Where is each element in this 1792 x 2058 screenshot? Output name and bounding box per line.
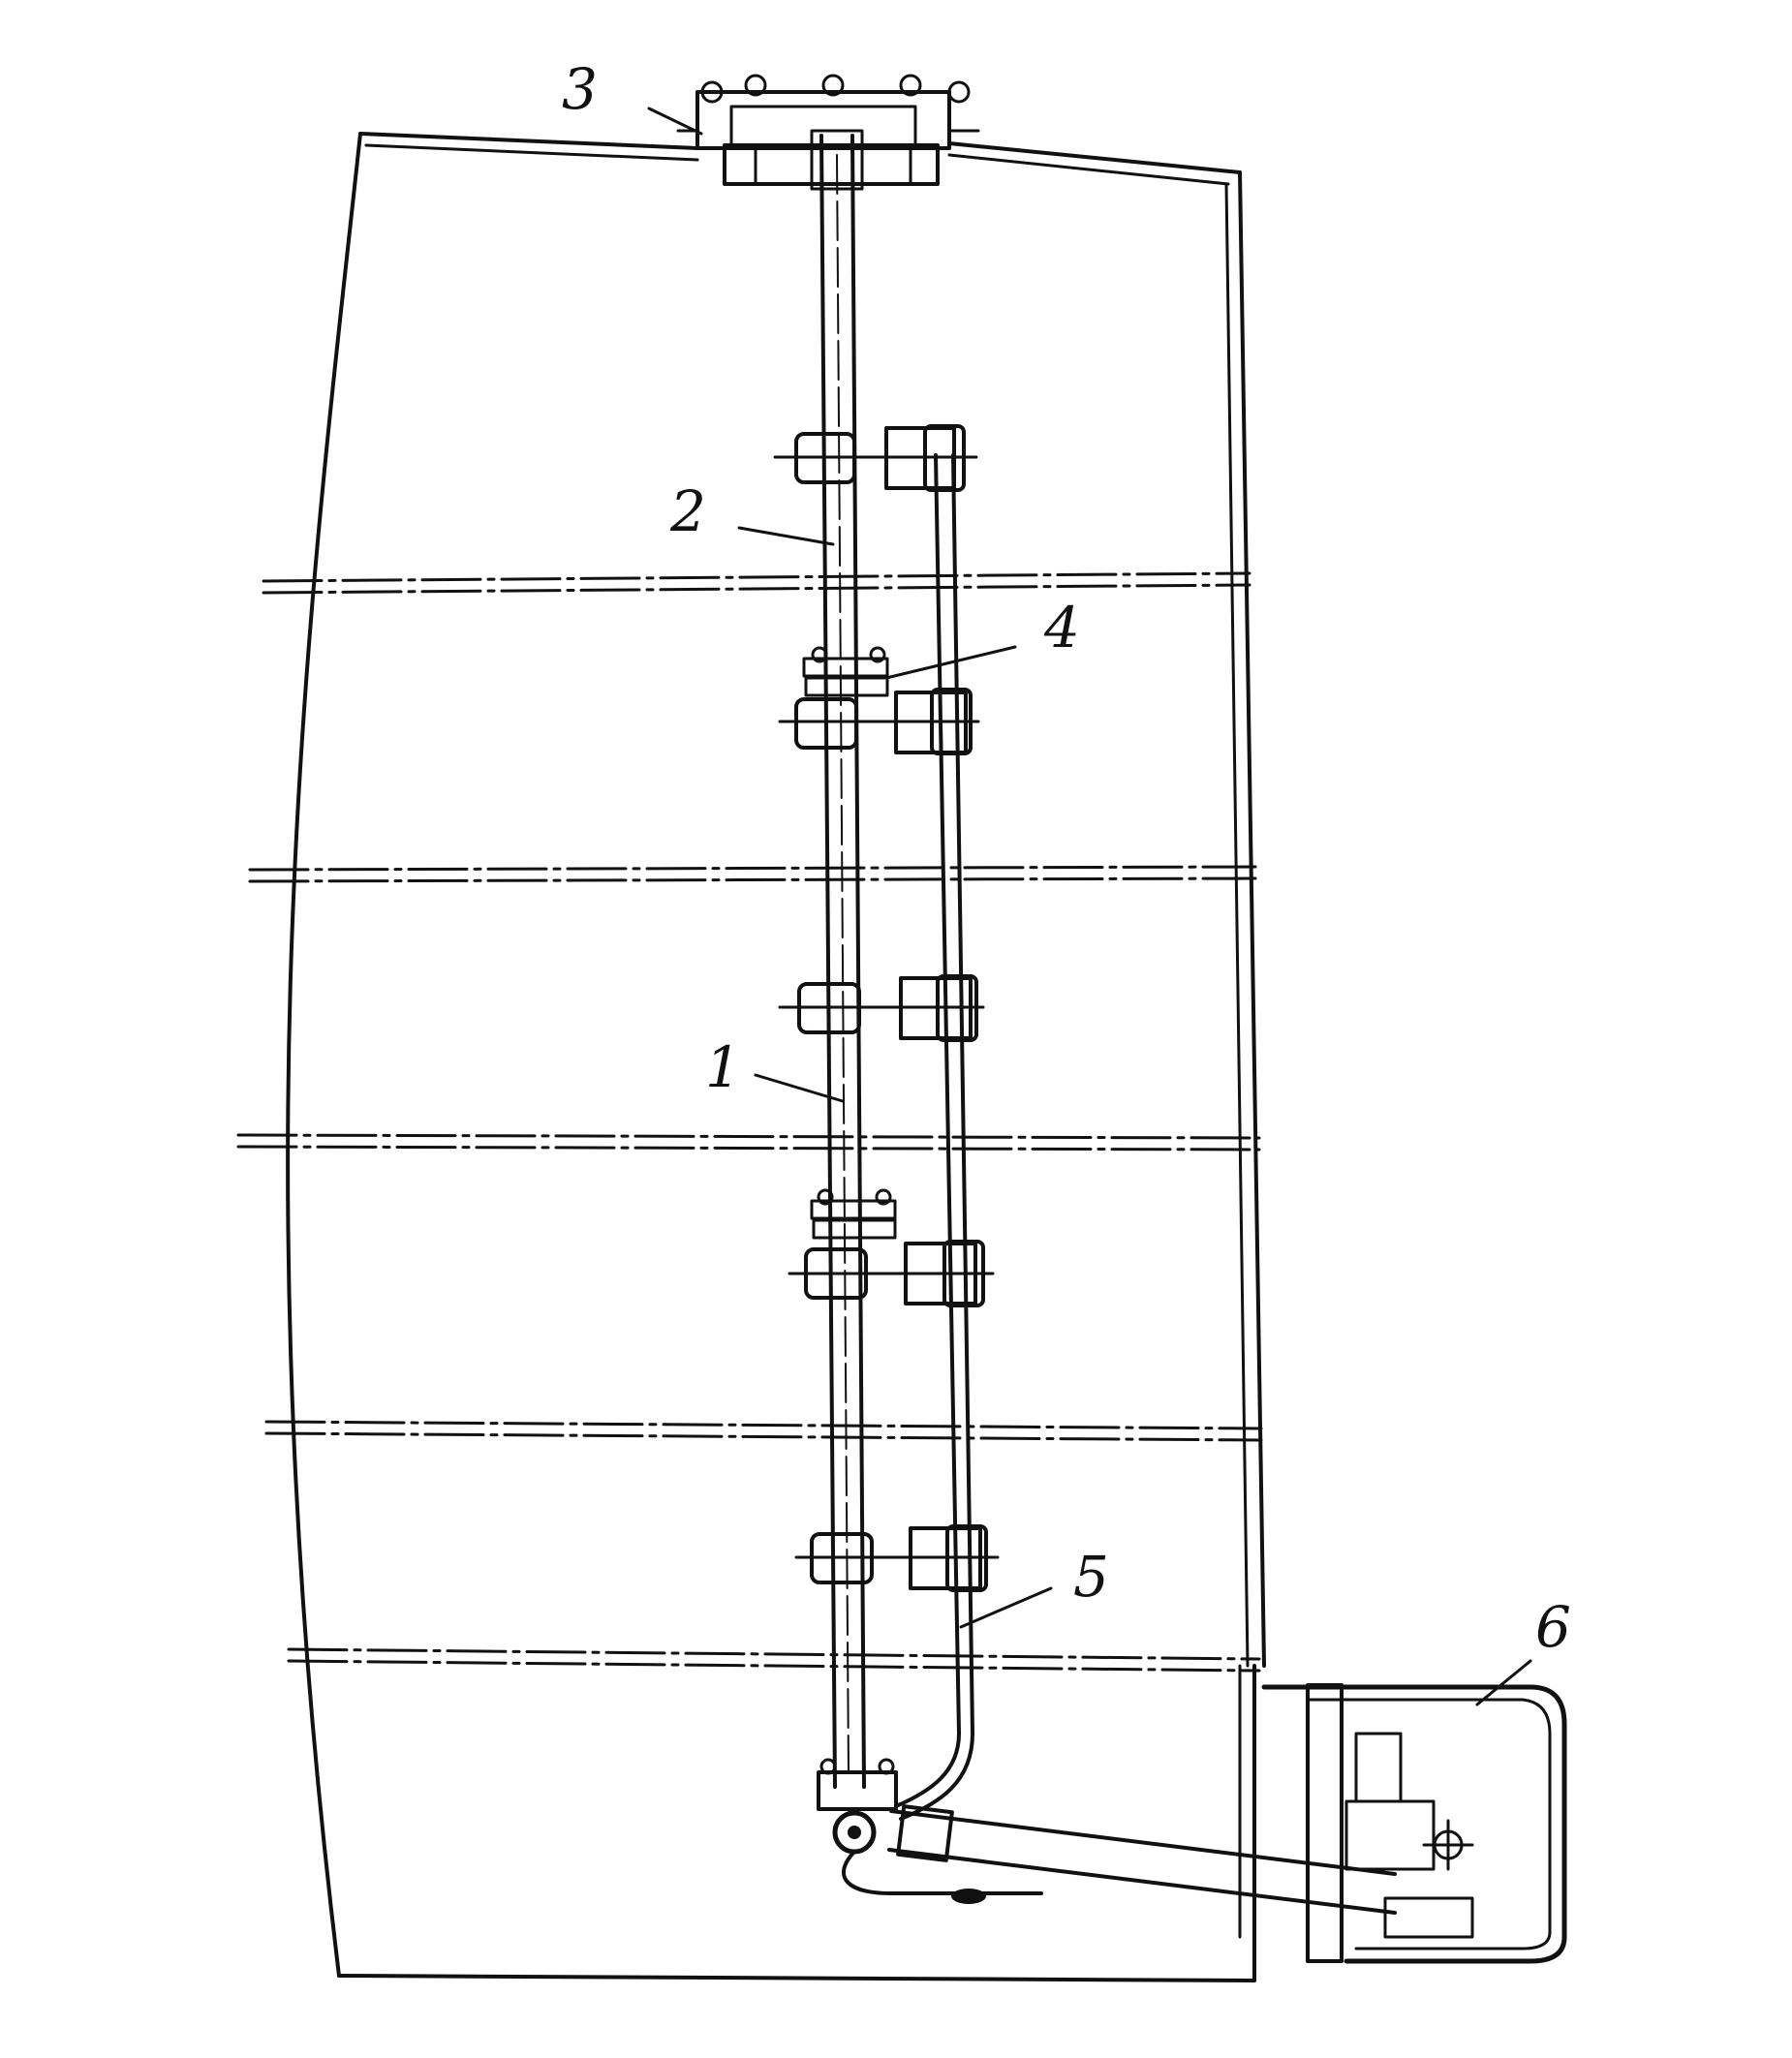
hatch-bolts	[700, 74, 971, 104]
compartment-device	[1344, 1799, 1436, 1871]
compartment-shell	[1261, 1684, 1567, 1964]
callout-3: 3	[562, 56, 598, 122]
leader-3	[647, 107, 703, 136]
hatch-flange	[723, 143, 940, 186]
callout-4: 4	[1043, 595, 1080, 660]
bottom-valve-assembly	[817, 1758, 1397, 1915]
main-pipe	[810, 129, 866, 1789]
leader-1	[754, 1073, 845, 1103]
callouts: 3 2 4 1 5 6	[562, 56, 1571, 1660]
leader-lines	[647, 107, 1532, 1706]
callout-2: 2	[669, 478, 706, 544]
clamp-4	[788, 1188, 995, 1307]
tank-shell	[286, 132, 1266, 1982]
leader-2	[737, 526, 835, 546]
tank-roof-right	[947, 141, 1242, 174]
section-lines	[236, 571, 1263, 1673]
side-compartment	[1261, 1683, 1567, 1964]
tank-right-wall	[1238, 170, 1266, 1668]
tank-bottom	[337, 1974, 1256, 1982]
leader-4	[884, 645, 1017, 680]
tank-roof-left	[358, 132, 699, 150]
callout-1: 1	[705, 1034, 741, 1100]
clamp-5	[794, 1524, 1000, 1592]
leader-6	[1475, 1659, 1532, 1706]
clamp-1	[773, 424, 978, 492]
clamp-2	[778, 646, 980, 755]
tank-left-wall	[286, 132, 362, 1978]
callout-5: 5	[1073, 1544, 1109, 1610]
callout-6: 6	[1535, 1594, 1571, 1660]
clamp-3	[778, 974, 985, 1042]
clamp-assemblies	[773, 424, 1000, 1592]
leader-5	[959, 1586, 1053, 1629]
